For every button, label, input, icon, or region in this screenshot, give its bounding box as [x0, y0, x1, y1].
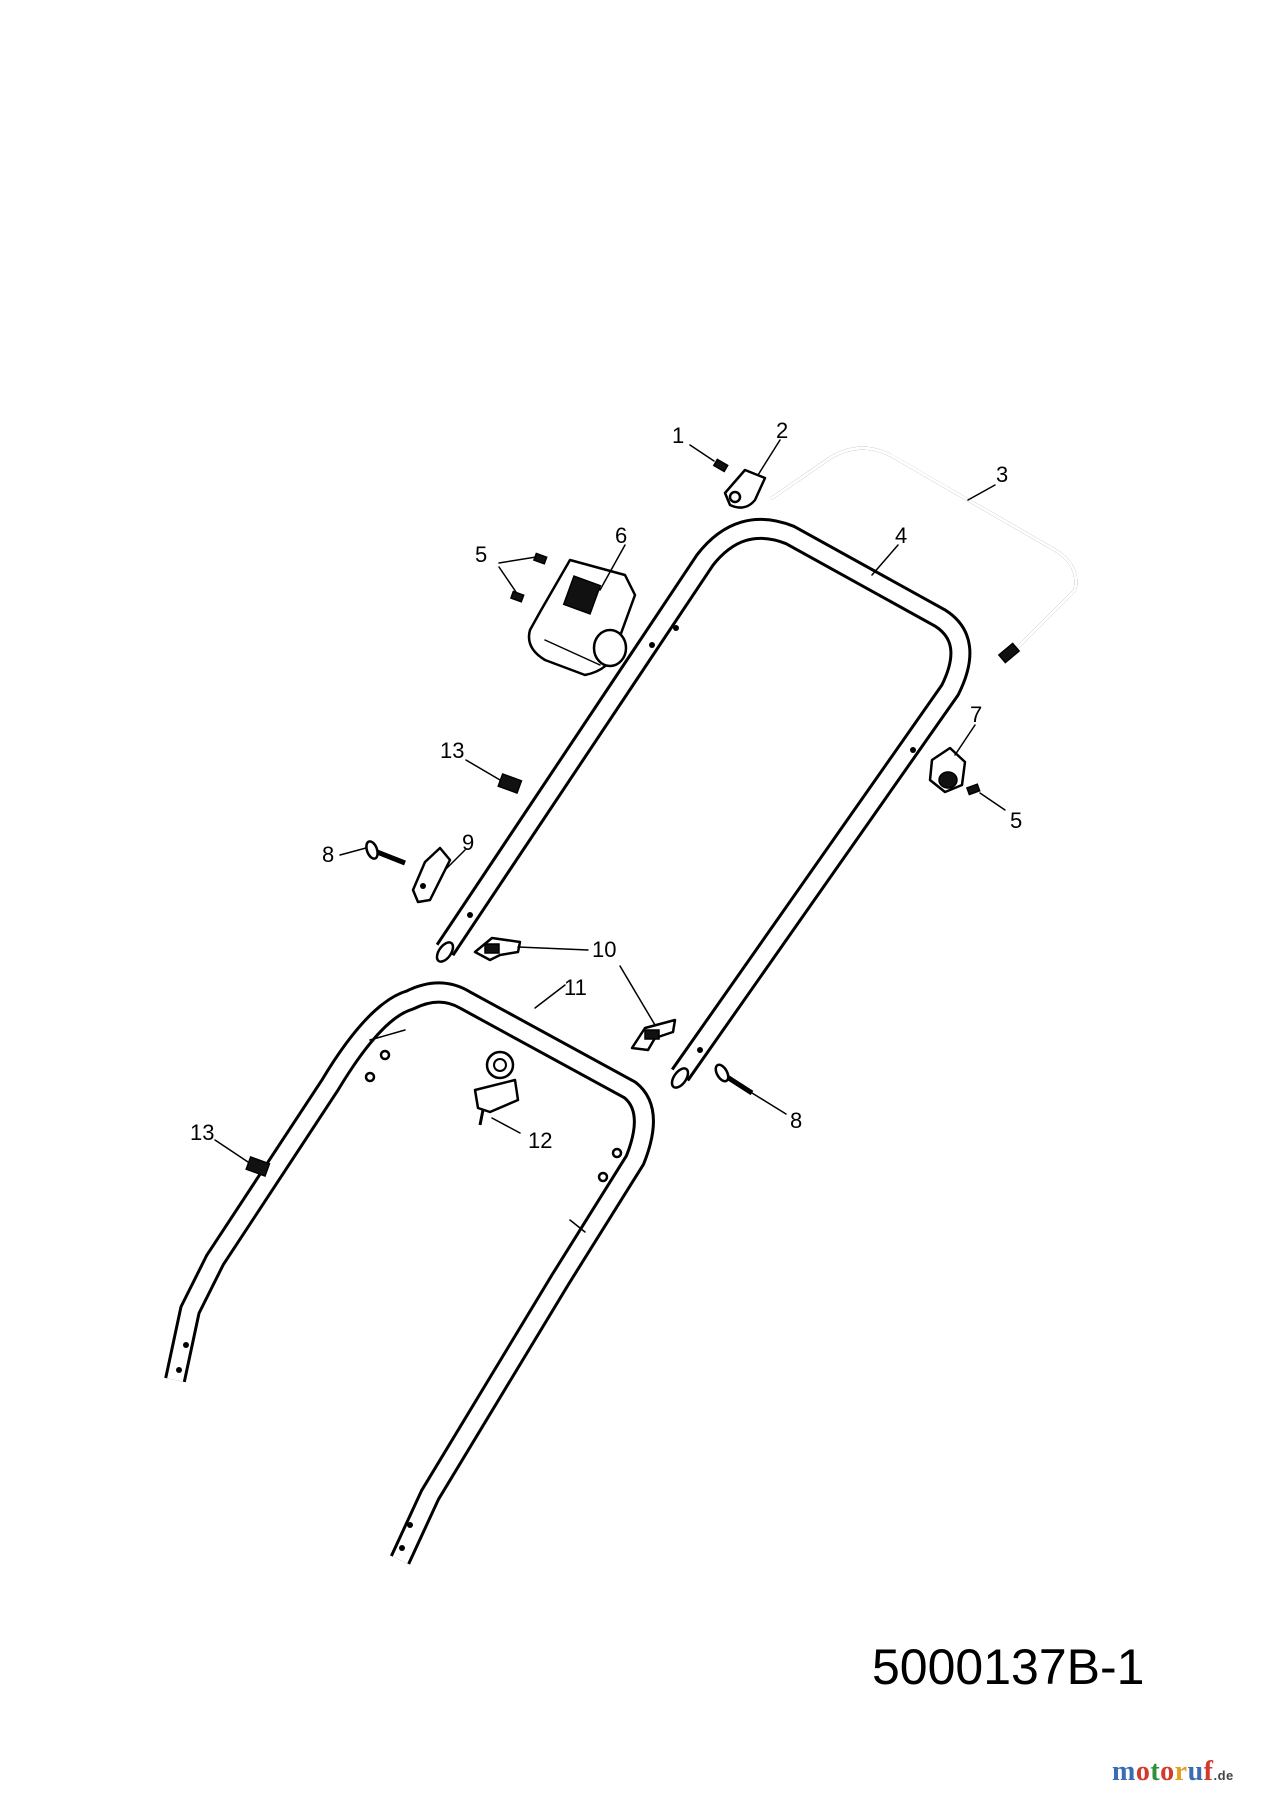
callout-11: 11: [564, 975, 587, 1000]
callout-13-upper: 13: [440, 738, 464, 763]
levers-10-part: [473, 936, 677, 1052]
callout-5-knob-screw: 5: [1010, 808, 1022, 833]
callout-3: 3: [996, 462, 1008, 487]
motoruf-logo[interactable]: motoruf.de: [1112, 1756, 1234, 1788]
cable-clip-part: [723, 468, 767, 509]
callout-10: 10: [592, 937, 616, 962]
leader-lines: [214, 439, 1006, 1163]
switch-box-part: [527, 558, 637, 677]
callout-numbers: 1 2 3 4 5 6 7 5 13 8 9 10 11 12 8 13: [190, 418, 1022, 1153]
screws-5-part: [509, 552, 981, 796]
screw-1-part: [712, 458, 729, 473]
callout-1: 1: [672, 423, 684, 448]
upper-handle-part: [435, 517, 972, 1089]
callout-12: 12: [528, 1128, 552, 1153]
drawing-number: 5000137B-1: [872, 1639, 1145, 1695]
callout-5-switch-screws: 5: [475, 542, 487, 567]
hook-12-part: [473, 1050, 520, 1126]
logo-text: motoruf: [1112, 1756, 1214, 1787]
callout-13-lower: 13: [190, 1120, 214, 1145]
callout-6: 6: [615, 523, 627, 548]
clamp-9-part: [411, 846, 452, 904]
spacers-13-part: [245, 772, 523, 1177]
callout-8-left: 8: [322, 842, 334, 867]
knob-part: [928, 746, 967, 794]
logo-tld: .de: [1213, 1768, 1234, 1783]
bolts-8-part: [365, 840, 754, 1096]
lower-handle-part: [164, 981, 655, 1565]
bail-bar-part: [770, 446, 1078, 664]
callout-9: 9: [462, 830, 474, 855]
callout-4: 4: [895, 523, 907, 548]
callout-2: 2: [776, 418, 788, 443]
callout-7: 7: [970, 702, 982, 727]
callout-8-right: 8: [790, 1108, 802, 1133]
